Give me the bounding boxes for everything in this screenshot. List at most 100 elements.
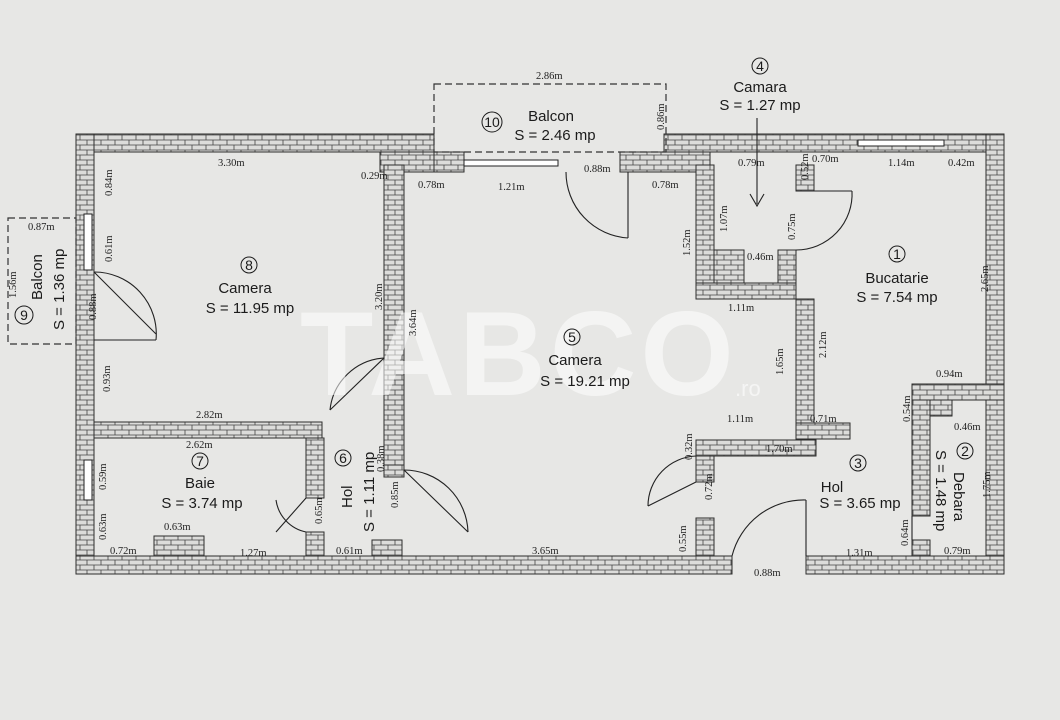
room-area: S = 19.21 mp [540,373,630,390]
dimension-label: 0.88m [584,164,611,175]
room-name: Balcon [528,108,574,125]
room-number: 4 [756,58,764,74]
dimension-label: 3.64m [408,309,419,336]
dimension-label: 3.65m [532,546,559,557]
room-number: 1 [893,246,901,262]
room-name: Hol [821,479,844,496]
room-number: 9 [20,307,28,323]
dimension-label: 0.65m [314,497,325,524]
dimension-label: 0.42m [948,158,975,169]
dimension-label: 1.31m [846,548,873,559]
room-number: 3 [854,455,862,471]
dimension-label: 0.59m [98,463,109,490]
window-baie [83,459,93,501]
dimension-label: 0.78m [418,180,445,191]
dimension-label: 0.61m [104,235,115,262]
dimension-label: 1.11m [728,303,754,314]
dimension-label: 2.86m [536,71,563,82]
dimension-label: 1.65m [775,348,786,375]
dimension-label: 1.27m [240,548,267,559]
dimension-label: 2.65m [980,265,991,292]
dimension-label: 0.46m [747,252,774,263]
room-name: Hol [339,485,356,508]
dimension-label: 0.71m [810,414,837,425]
dimension-label: 1.56m [8,271,19,298]
dimension-label: 0.84m [104,169,115,196]
dimension-label: 2.62m [186,440,213,451]
dimension-label: 0.75m [787,213,798,240]
room-number: 5 [568,329,576,345]
room-area: S = 1.27 mp [719,97,800,114]
dimension-label: 1.21m [498,182,525,193]
room-number: 8 [245,257,253,273]
dimension-label: 0.79m [944,546,971,557]
dimension-label: 0.70m [812,154,839,165]
dimension-label: 0.38m [376,445,387,472]
dimension-label: 0.88m [754,568,781,579]
dimension-label: 0.78m [652,180,679,191]
dimension-label: 0.79m [738,158,765,169]
watermark: TABCO .ro [300,287,761,421]
watermark-suffix: .ro [735,376,761,401]
dimension-label: 0.72m [110,546,137,557]
dimension-label: 3.20m [374,283,385,310]
room-area: S = 3.65 mp [819,495,900,512]
room-name: Camera [218,280,272,297]
dimension-label: 0.85m [390,481,401,508]
room-area: S = 1.36 mp [51,249,68,330]
windows [83,139,945,501]
room-name: Debara [950,472,967,522]
dimension-label: 0.88m [88,293,99,320]
window-bucatarie [857,139,945,147]
dimension-label: 0.72m [704,473,715,500]
dimension-labels: 2.86m 0.86m 0.88m 0.79m 0.52m 0.70m 1.14… [8,71,993,579]
dimension-label: 0.86m [656,103,667,130]
room-number: 6 [339,450,347,466]
balcon-10-outline [433,83,667,153]
dimension-label: 0.61m [336,546,363,557]
dimension-label: 0.93m [102,365,113,392]
room-name: Camera [548,352,602,369]
balconies [7,83,667,345]
room-area: S = 11.95 mp [206,300,295,317]
dimension-label: 0.63m [98,513,109,540]
dimension-label: 0.87m [28,222,55,233]
window-balcon-10 [463,159,559,167]
dimension-label: 0.32m [684,433,695,460]
dimension-label: 0.55m [678,525,689,552]
entry-arrow [749,118,765,208]
dimension-label: 1.14m [888,158,915,169]
room-number: 7 [196,453,204,469]
room-number: 2 [961,443,969,459]
dimension-label: 1.70m [766,444,793,455]
watermark-text: TABCO [300,287,738,421]
dimension-label: 0.54m [902,395,913,422]
room-name: Bucatarie [865,270,928,287]
room-name: Camara [733,79,787,96]
room-name: Baie [185,475,215,492]
doors [93,171,913,557]
room-area: S = 1.11 mp [361,452,378,532]
dimension-label: 1.52m [682,229,693,256]
dimension-label: 0.94m [936,369,963,380]
dimension-label: 2.12m [818,331,829,358]
dimension-label: 0.52m [800,153,811,180]
dimension-label: 3.30m [218,158,245,169]
room-area: S = 2.46 mp [514,127,595,144]
room-number: 10 [484,114,500,130]
dimension-label: 1.11m [727,414,753,425]
room-labels: 1 Bucatarie S = 7.54 mp 2 Debara S = 1.4… [14,57,974,532]
dimension-label: 0.64m [900,519,911,546]
dimension-label: 0.63m [164,522,191,533]
dimension-label: 0.46m [954,422,981,433]
room-area: S = 3.74 mp [161,495,242,512]
dimension-label: 0.29m [361,171,388,182]
dimension-label: 1.07m [719,205,730,232]
dimension-label: 1.75m [982,471,993,498]
window-camera-8 [83,213,93,271]
room-area: S = 1.48 mp [932,450,949,531]
dimension-label: 2.82m [196,410,223,421]
room-name: Balcon [29,254,46,300]
balcon-9-outline [7,217,77,345]
